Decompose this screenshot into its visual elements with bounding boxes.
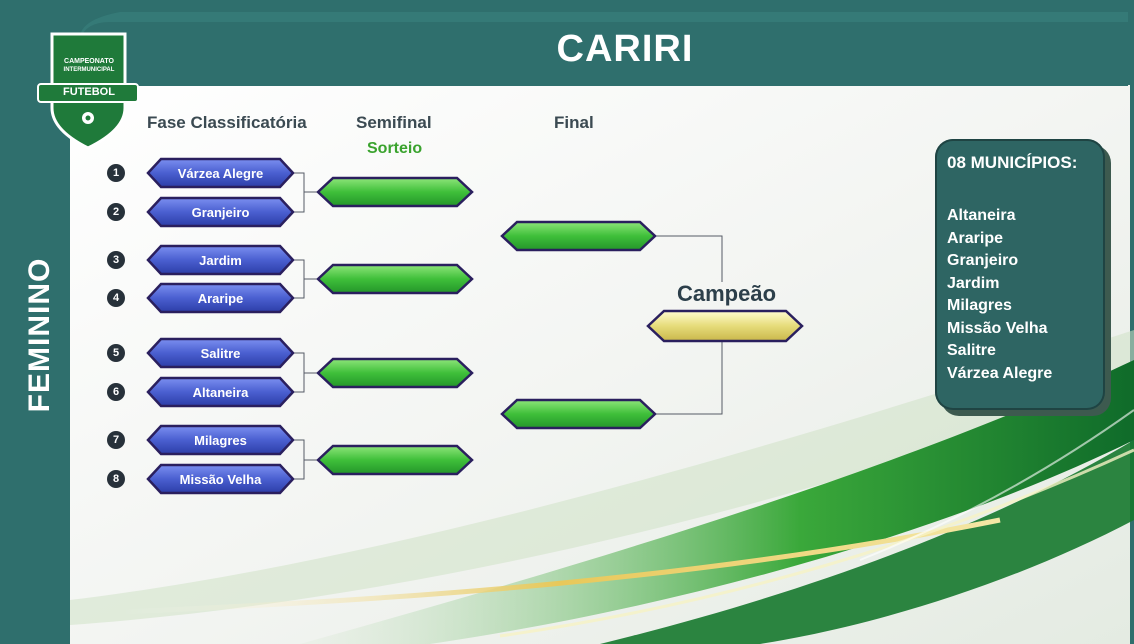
seed-number: 4 bbox=[107, 289, 125, 307]
seed-number: 2 bbox=[107, 203, 125, 221]
municipios-list: Altaneira Araripe Granjeiro Jardim Milag… bbox=[947, 205, 1052, 385]
seed-number: 5 bbox=[107, 344, 125, 362]
page-title: CARIRI bbox=[556, 27, 694, 70]
municipio-item: Araripe bbox=[947, 229, 1004, 247]
team-name: Araripe bbox=[197, 290, 244, 306]
seed-number: 3 bbox=[107, 251, 125, 269]
municipios-title: 08 MUNICÍPIOS: bbox=[947, 153, 1078, 172]
team-name: Milagres bbox=[194, 432, 247, 448]
sorteio-label: Sorteio bbox=[367, 140, 423, 157]
category-label: FEMININO bbox=[23, 257, 56, 413]
championship-logo-icon bbox=[37, 32, 139, 150]
team-name: Salitre bbox=[200, 345, 241, 361]
campeao-label: Campeão bbox=[677, 281, 777, 306]
team-name: Várzea Alegre bbox=[177, 165, 264, 181]
seed-number: 1 bbox=[107, 164, 125, 182]
logo-text-top: CAMPEONATO bbox=[64, 58, 114, 65]
municipio-item: Salitre bbox=[947, 342, 996, 359]
municipio-item: Milagres bbox=[947, 297, 1012, 314]
municipio-item: Várzea Alegre bbox=[947, 364, 1053, 382]
municipio-item: Jardim bbox=[947, 274, 1000, 292]
team-slots bbox=[146, 157, 295, 495]
logo-text-main: FUTEBOL bbox=[63, 86, 115, 98]
municipios-panel: 08 MUNICÍPIOS: Altaneira Araripe Granjei… bbox=[935, 139, 1105, 410]
team-name: Granjeiro bbox=[191, 204, 250, 220]
team-name: Missão Velha bbox=[179, 471, 262, 487]
champion-slot bbox=[646, 309, 804, 343]
team-name: Altaneira bbox=[192, 384, 249, 400]
column-final: Final bbox=[554, 113, 594, 132]
column-semifinal: Semifinal bbox=[356, 113, 432, 132]
municipio-item: Altaneira bbox=[947, 207, 1016, 224]
winner-slots bbox=[316, 176, 657, 476]
municipio-item: Missão Velha bbox=[947, 319, 1048, 337]
municipio-item: Granjeiro bbox=[947, 252, 1019, 269]
column-fase-classificatoria: Fase Classificatória bbox=[147, 113, 307, 132]
team-name: Jardim bbox=[199, 252, 242, 268]
logo-text-mid: INTERMUNICIPAL bbox=[63, 67, 115, 73]
seed-number: 8 bbox=[107, 470, 125, 488]
seed-number: 6 bbox=[107, 383, 125, 401]
seed-number: 7 bbox=[107, 431, 125, 449]
